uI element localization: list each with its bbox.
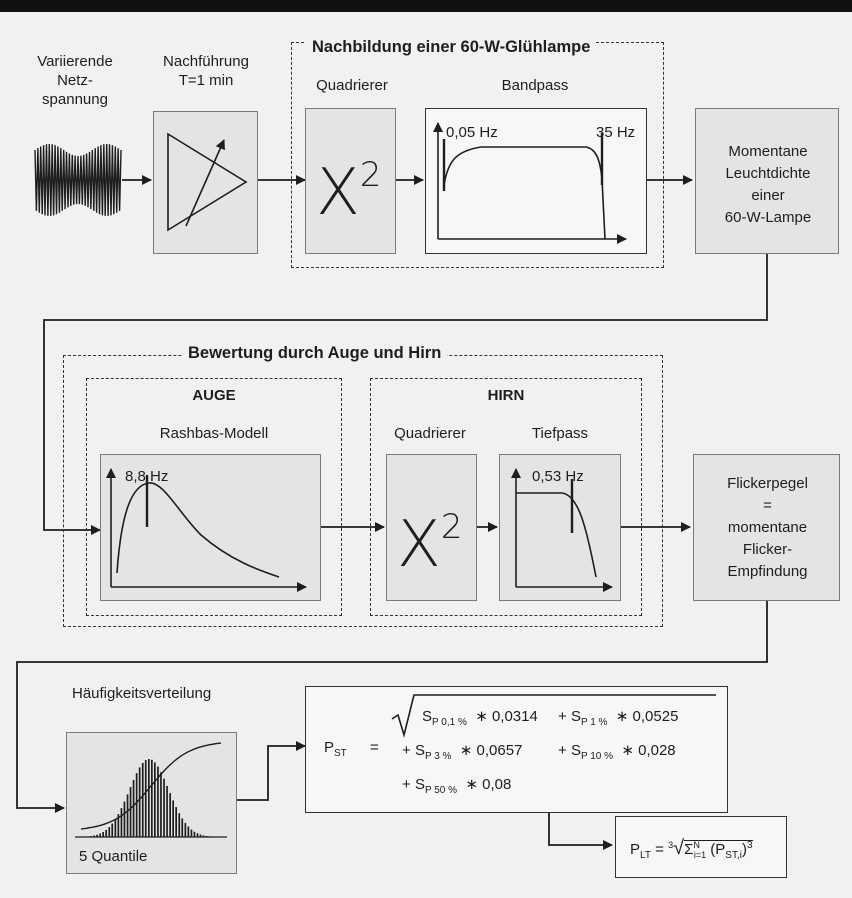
evaluation-title: Bewertung durch Auge und Hirn [182, 344, 448, 363]
voltage-waveform-icon [34, 143, 122, 216]
lowpass-block: 0,53 Hz [499, 454, 621, 601]
eye-peak-freq: 8,8 Hz [125, 468, 169, 485]
eye-response-block: 8,8 Hz [100, 454, 321, 601]
eye-response-curve [106, 468, 307, 592]
lowpass-freq: 0,53 Hz [532, 468, 584, 485]
arrow-distribution-to-pst [237, 741, 306, 801]
bandpass-label: Bandpass [501, 77, 569, 94]
squarer-label-top: Quadrierer [316, 77, 388, 94]
input-voltage-label: Variierende Netz- spannung [37, 53, 113, 108]
luminance-output-block: Momentane Leuchtdichte einer 60-W-Lampe [695, 108, 839, 254]
pst-term-3: + SP 3 % ∗ 0,0657 [402, 742, 523, 762]
x-squared-exponent: 2 [359, 155, 382, 195]
x-squared-symbol: X [397, 508, 441, 582]
brain-group [370, 378, 642, 616]
pst-lhs: PST [324, 739, 347, 759]
pst-term-1: SP 0,1 % ∗ 0,0314 [422, 708, 538, 728]
bandpass-response-curve [433, 122, 627, 244]
lowpass-label: Tiefpass [531, 425, 589, 442]
bandpass-high-freq: 35 Hz [596, 124, 636, 141]
pst-equals: = [370, 739, 379, 756]
bandpass-low-freq: 0,05 Hz [446, 124, 498, 141]
pst-formula-block: PST = SP 0,1 % ∗ 0,0314 + SP 1 % ∗ 0,052… [305, 686, 728, 813]
arrow-lamp-to-eye [43, 253, 768, 535]
squarer-block-mid: X2 [386, 454, 477, 601]
tracking-block [153, 111, 258, 254]
lamp-model-title: Nachbildung einer 60-W-Glühlampe [306, 38, 597, 57]
squarer-label-mid: Quadrierer [394, 425, 466, 442]
squarer-block-top: X2 [305, 108, 396, 254]
x-squared-symbol: X [316, 156, 360, 230]
x-squared-exponent: 2 [440, 507, 463, 547]
square-root-sign [391, 694, 716, 739]
eye-title: AUGE [192, 387, 236, 404]
plt-formula: PLT = 3√ΣNi=1 (PST,i)3 [630, 837, 753, 861]
quantiles-label: 5 Quantile [79, 848, 148, 865]
eye-model-label: Rashbas-Modell [159, 425, 269, 442]
bandpass-block: 0,05 Hz 35 Hz [425, 108, 647, 254]
pst-term-4: + SP 10 % ∗ 0,028 [558, 742, 676, 762]
amplifier-icon [167, 132, 248, 232]
lowpass-response-curve [511, 468, 613, 592]
brain-title: HIRN [487, 387, 525, 404]
plt-formula-block: PLT = 3√ΣNi=1 (PST,i)3 [615, 816, 787, 878]
distribution-block: 5 Quantile [66, 732, 237, 874]
pst-term-2: + SP 1 % ∗ 0,0525 [558, 708, 679, 728]
pst-term-5: + SP 50 % ∗ 0,08 [402, 776, 512, 796]
tracking-label: Nachführung T=1 min [163, 53, 249, 89]
distribution-label: Häufigkeitsverteilung [72, 685, 212, 702]
histogram-chart [75, 742, 227, 838]
arrow-flicker-to-distribution [16, 601, 768, 813]
luminance-output-label: Momentane Leuchtdichte einer 60-W-Lampe [724, 143, 812, 226]
arrow-pst-to-plt [548, 813, 613, 850]
flicker-output-block: Flickerpegel = momentane Flicker- Empfin… [693, 454, 840, 601]
top-bar [0, 0, 852, 12]
flicker-output-label: Flickerpegel = momentane Flicker- Empfin… [727, 475, 808, 580]
eye-group [86, 378, 342, 616]
